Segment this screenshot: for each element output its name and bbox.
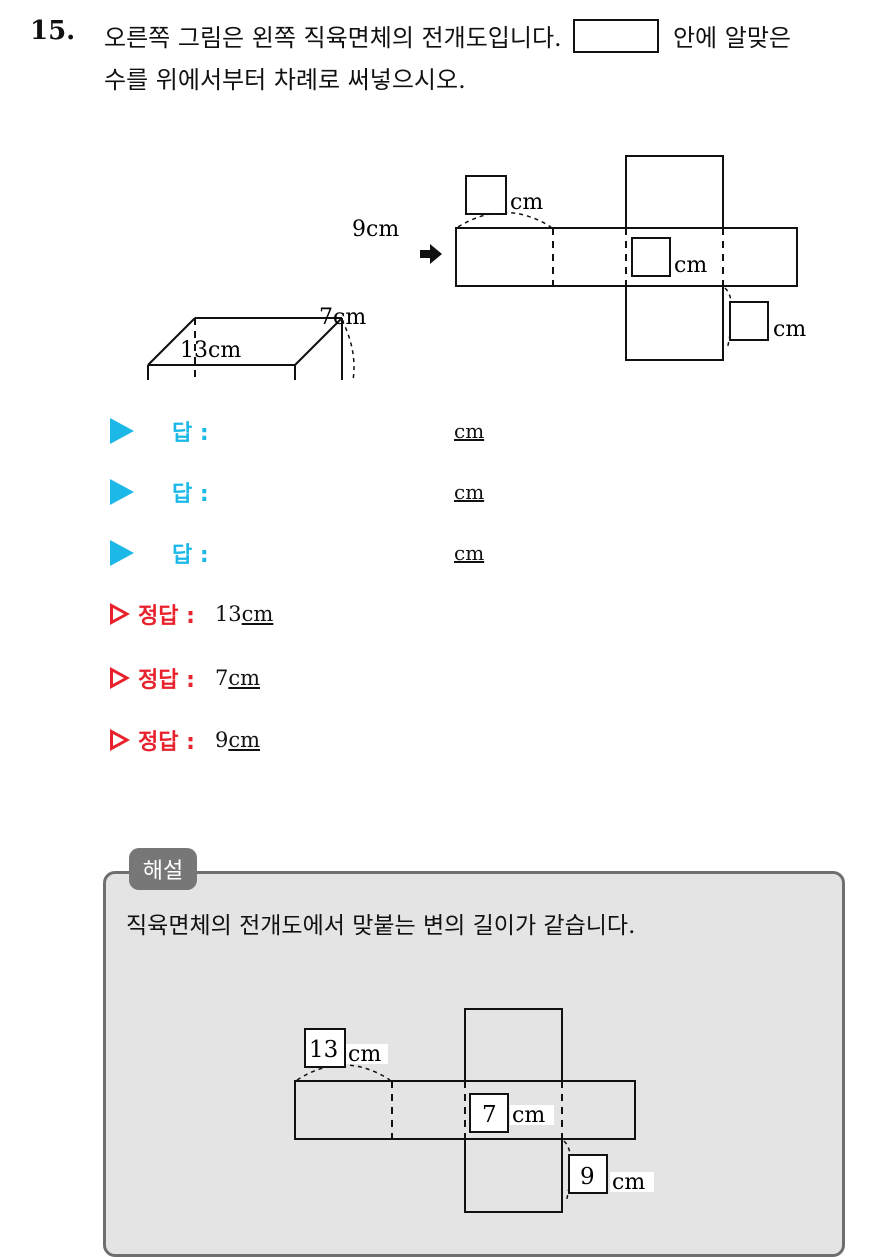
- correct-unit: cm: [228, 666, 260, 690]
- correct-value: 7cm: [215, 666, 260, 690]
- answer-row-3: 답 : cm: [110, 536, 484, 570]
- answer-unit: cm: [454, 419, 485, 443]
- net-figure: [455, 155, 798, 361]
- correct-row-2: 정답 : 7cm: [110, 661, 260, 695]
- question-text-1a: 오른쪽 그림은 왼쪽 직육면체의 전개도입니다.: [104, 24, 562, 52]
- arrow-icon: [420, 244, 442, 264]
- exp-unit-1: cm: [348, 1042, 381, 1067]
- correct-unit: cm: [228, 728, 260, 752]
- exp-value-2: 7: [482, 1102, 497, 1128]
- correct-label: 정답 :: [138, 604, 195, 629]
- cuboid-figure: [147, 317, 355, 380]
- height-label: 9cm: [352, 217, 399, 242]
- explanation-tab: 해설: [129, 848, 197, 890]
- question-line-2: 수를 위에서부터 차례로 써넣으시오.: [104, 66, 466, 94]
- exp-value-1: 13: [309, 1037, 338, 1063]
- outline-play-icon: [110, 729, 130, 751]
- exp-unit-2: cm: [512, 1103, 545, 1128]
- outline-play-icon: [110, 603, 130, 625]
- question-figure: 9cm 7cm 13cm cm cm cm: [147, 155, 806, 380]
- play-icon: [110, 540, 134, 566]
- answer-unit: cm: [454, 480, 485, 504]
- explanation-text: 직육면체의 전개도에서 맞붙는 변의 길이가 같습니다.: [126, 913, 636, 939]
- exp-value-3: 9: [580, 1164, 595, 1190]
- exp-unit-3: cm: [612, 1170, 645, 1195]
- outline-play-icon: [110, 667, 130, 689]
- answer-row-1: 답 : cm: [110, 414, 484, 448]
- correct-label: 정답 :: [138, 730, 195, 755]
- answer-label: 답 :: [172, 543, 209, 568]
- answer-label: 답 :: [172, 482, 209, 507]
- correct-value: 13cm: [215, 602, 273, 626]
- answer-label: 답 :: [172, 421, 209, 446]
- correct-row-1: 정답 : 13cm: [110, 597, 273, 631]
- correct-row-3: 정답 : 9cm: [110, 723, 260, 757]
- play-icon: [110, 418, 134, 444]
- correct-unit: cm: [241, 602, 274, 626]
- correct-number: 13: [214, 602, 242, 626]
- question-line-1: 오른쪽 그림은 왼쪽 직육면체의 전개도입니다. 안에 알맞은: [104, 18, 791, 53]
- depth-label: 7cm: [319, 305, 366, 330]
- net-unit-top: cm: [510, 190, 543, 215]
- explanation-panel: [103, 871, 845, 1257]
- net-unit-middle: cm: [674, 253, 707, 278]
- explanation-net: [294, 1008, 636, 1213]
- answer-row-2: 답 : cm: [110, 475, 484, 509]
- correct-number: 9: [214, 728, 229, 752]
- explanation-figure: 13 7 9 cm cm cm: [294, 1008, 654, 1213]
- correct-label: 정답 :: [138, 668, 195, 693]
- correct-value: 9cm: [215, 728, 260, 752]
- width-label: 13cm: [180, 338, 241, 363]
- correct-number: 7: [214, 666, 229, 690]
- question-number: 15.: [30, 16, 76, 46]
- answer-unit: cm: [454, 541, 485, 565]
- question-text-1b: 안에 알맞은: [672, 24, 791, 52]
- net-unit-bottom: cm: [773, 317, 806, 342]
- blank-box-icon: [573, 19, 660, 53]
- play-icon: [110, 479, 134, 505]
